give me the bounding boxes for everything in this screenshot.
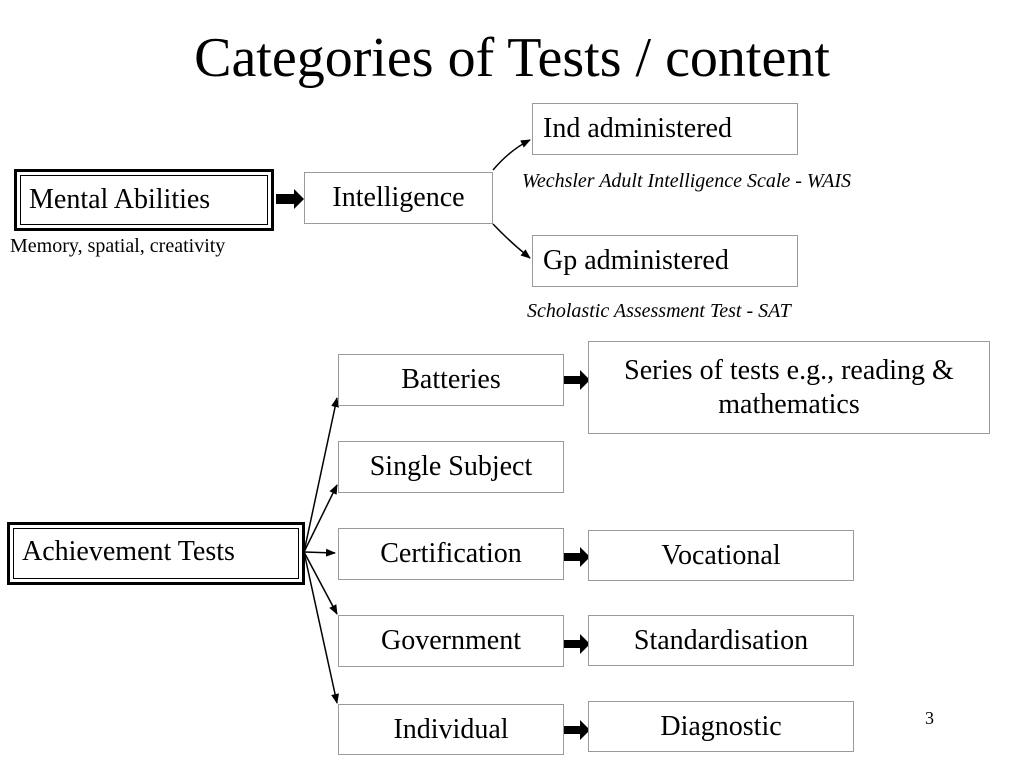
block-arrow-icon: [564, 370, 590, 390]
block-arrow-icon: [564, 720, 590, 740]
mental-abilities-box: Mental Abilities: [14, 169, 274, 231]
page-number: 3: [925, 708, 934, 728]
individual-desc-box: Diagnostic: [588, 701, 854, 752]
gp-administered-label: Gp administered: [543, 245, 729, 276]
gp-example: Scholastic Assessment Test - SAT: [527, 300, 791, 322]
gp-administered-box: Gp administered: [532, 235, 798, 287]
block-arrow-icon: [564, 547, 590, 567]
batteries-desc: Series of tests e.g., reading & mathemat…: [624, 354, 954, 420]
single-subject-label: Single Subject: [369, 451, 533, 482]
certification-desc-box: Vocational: [588, 530, 854, 581]
block-arrow-icon: [564, 634, 590, 654]
batteries-box: Batteries: [338, 354, 564, 406]
achievement-tests-box: Achievement Tests: [7, 522, 305, 585]
government-desc-box: Standardisation: [588, 615, 854, 666]
block-arrow-icon: [276, 189, 304, 209]
ind-administered-label: Ind administered: [543, 113, 732, 144]
batteries-desc-box: Series of tests e.g., reading & mathemat…: [588, 341, 990, 434]
slide-title: Categories of Tests / content: [194, 27, 830, 89]
arrow-to-single-subject: [303, 484, 338, 553]
arrow-to-certification: [303, 548, 336, 557]
ind-example: Wechsler Adult Intelligence Scale - WAIS: [522, 170, 852, 192]
ind-administered-box: Ind administered: [532, 103, 798, 155]
single-subject-box: Single Subject: [338, 441, 564, 493]
individual-box: Individual: [338, 704, 564, 755]
arrow-to-ind: [492, 139, 531, 171]
batteries-label: Batteries: [401, 364, 501, 395]
certification-box: Certification: [338, 528, 564, 580]
government-desc: Standardisation: [633, 624, 809, 656]
arrow-to-individual: [303, 551, 339, 704]
arrow-to-government: [303, 551, 338, 615]
arrow-to-batteries: [303, 397, 340, 553]
government-box: Government: [338, 615, 564, 667]
individual-label: Individual: [393, 713, 509, 745]
achievement-tests-label: Achievement Tests: [13, 528, 299, 579]
arrow-to-gp: [492, 223, 531, 259]
intelligence-box: Intelligence: [304, 172, 493, 224]
mental-abilities-note: Memory, spatial, creativity: [10, 235, 226, 257]
certification-label: Certification: [380, 538, 522, 569]
government-label: Government: [381, 625, 521, 656]
certification-desc: Vocational: [661, 539, 781, 571]
mental-abilities-label: Mental Abilities: [20, 175, 268, 225]
individual-desc: Diagnostic: [660, 710, 782, 742]
intelligence-label: Intelligence: [332, 182, 465, 213]
